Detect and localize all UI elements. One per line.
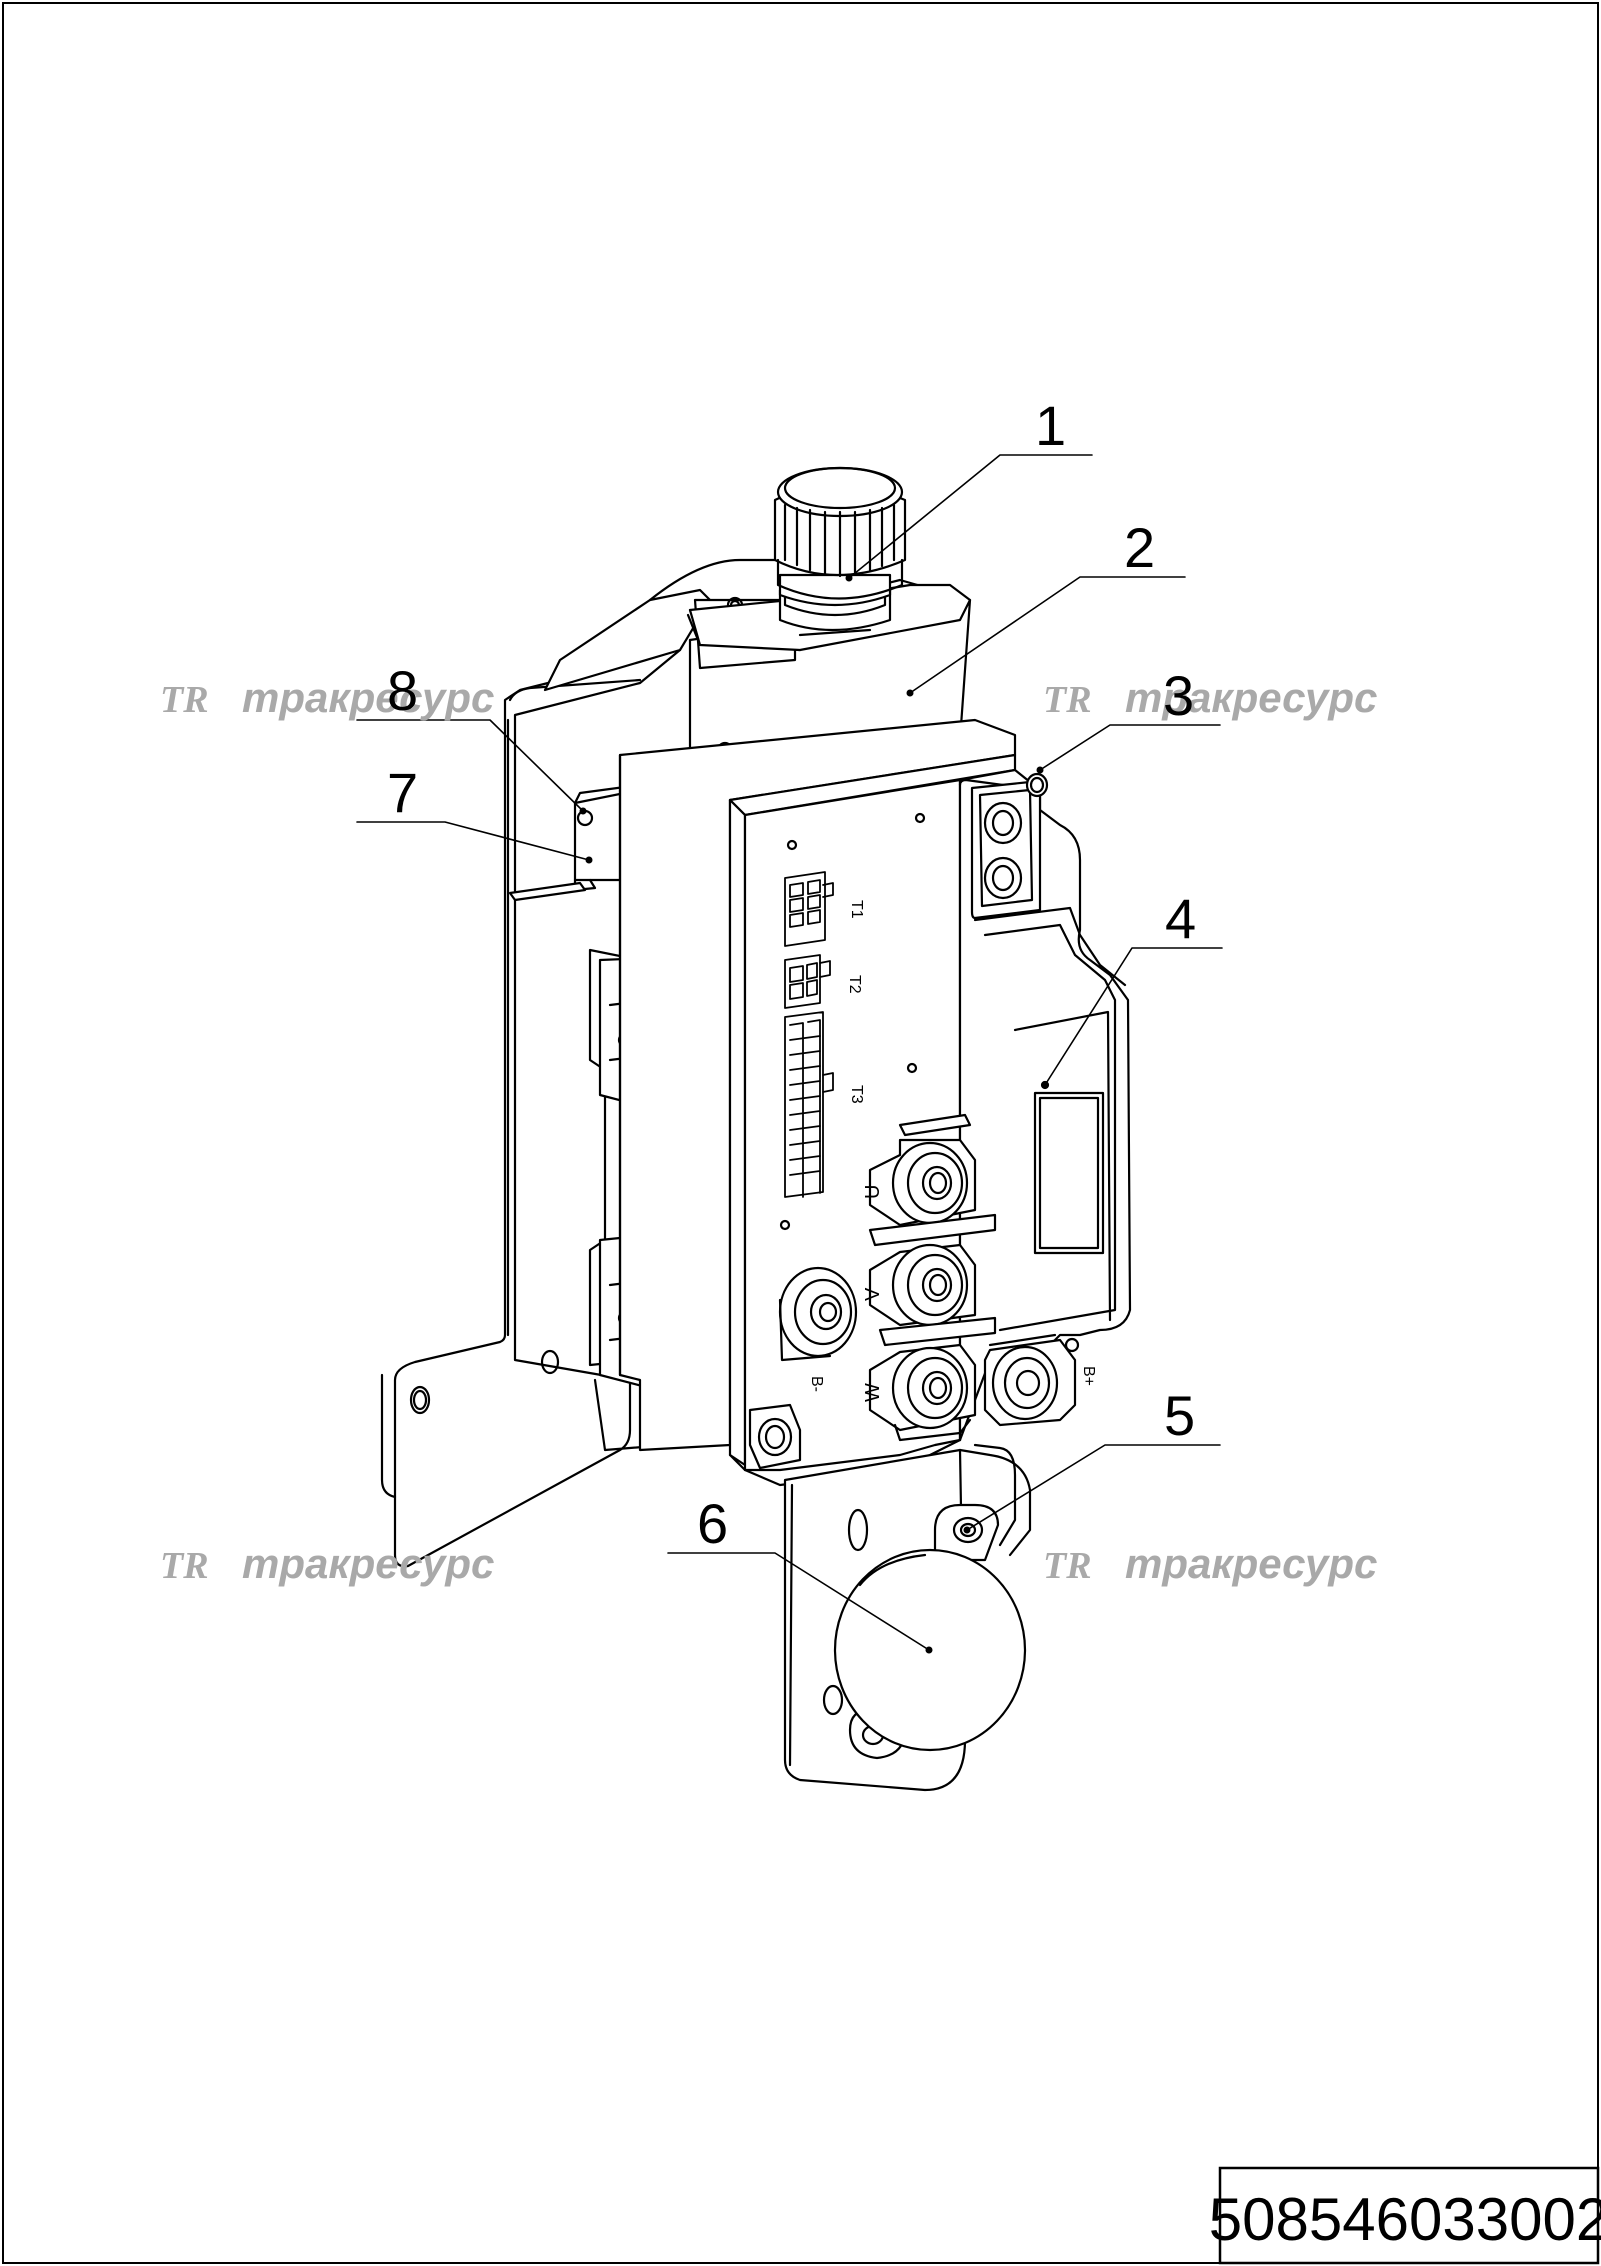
terminal-label-w: W (862, 1383, 884, 1402)
callout-4: 4 (1165, 887, 1196, 950)
watermark-bottom-right: TR тракресурс (1043, 1540, 1377, 1587)
terminal-label-t1: T1 (848, 900, 865, 919)
svg-text:TR: TR (160, 1545, 209, 1587)
callout-7: 7 (387, 761, 418, 824)
part-number-box: 508546033002 (1209, 2166, 1601, 2265)
mounting-screw (748, 1403, 802, 1470)
terminal-label-u: U (862, 1185, 884, 1199)
callout-numbers: 1 2 3 4 5 6 7 8 (387, 394, 1196, 1555)
terminal-label-b-plus: B+ (1080, 1366, 1097, 1386)
terminal-label-v: V (862, 1287, 884, 1301)
svg-text:TR: TR (1043, 679, 1092, 721)
terminal-label-t3: T3 (848, 1085, 865, 1104)
watermark-bottom-left: TR тракресурс (160, 1540, 494, 1587)
watermarks: TR тракресурс TR тракресурс TR тракресур… (160, 674, 1377, 1587)
leader-lines (356, 454, 1223, 1651)
callout-5: 5 (1164, 1384, 1195, 1447)
b-plus-terminal (983, 1333, 1080, 1427)
part-number: 508546033002 (1209, 2186, 1601, 2253)
svg-text:тракресурс: тракресурс (1125, 674, 1377, 721)
callout-6: 6 (697, 1492, 728, 1555)
side-panel (958, 768, 1132, 1442)
terminal-label-t2: T2 (846, 975, 863, 994)
b-minus-terminal (778, 1266, 858, 1362)
power-terminals (868, 1113, 997, 1442)
watermark-top-left: TR тракресурс (160, 674, 494, 721)
svg-text:TR: TR (1043, 1545, 1092, 1587)
signal-connectors (784, 871, 834, 1198)
svg-text:тракресурс: тракресурс (242, 1540, 494, 1587)
callout-2: 2 (1124, 516, 1155, 579)
callout-3: 3 (1163, 664, 1194, 727)
watermark-top-right: TR тракресурс (1043, 674, 1377, 721)
fuse-knob (688, 466, 972, 652)
callout-8: 8 (387, 659, 418, 722)
terminal-label-b-minus: B- (808, 1376, 825, 1392)
svg-text:тракресурс: тракресурс (1125, 1540, 1377, 1587)
leader-dots (579, 574, 1049, 1654)
controller-assembly-drawing: T1 T2 T3 (356, 454, 1223, 1792)
callout-1: 1 (1035, 394, 1066, 457)
svg-text:тракресурс: тракресурс (242, 674, 494, 721)
svg-text:TR: TR (160, 679, 209, 721)
